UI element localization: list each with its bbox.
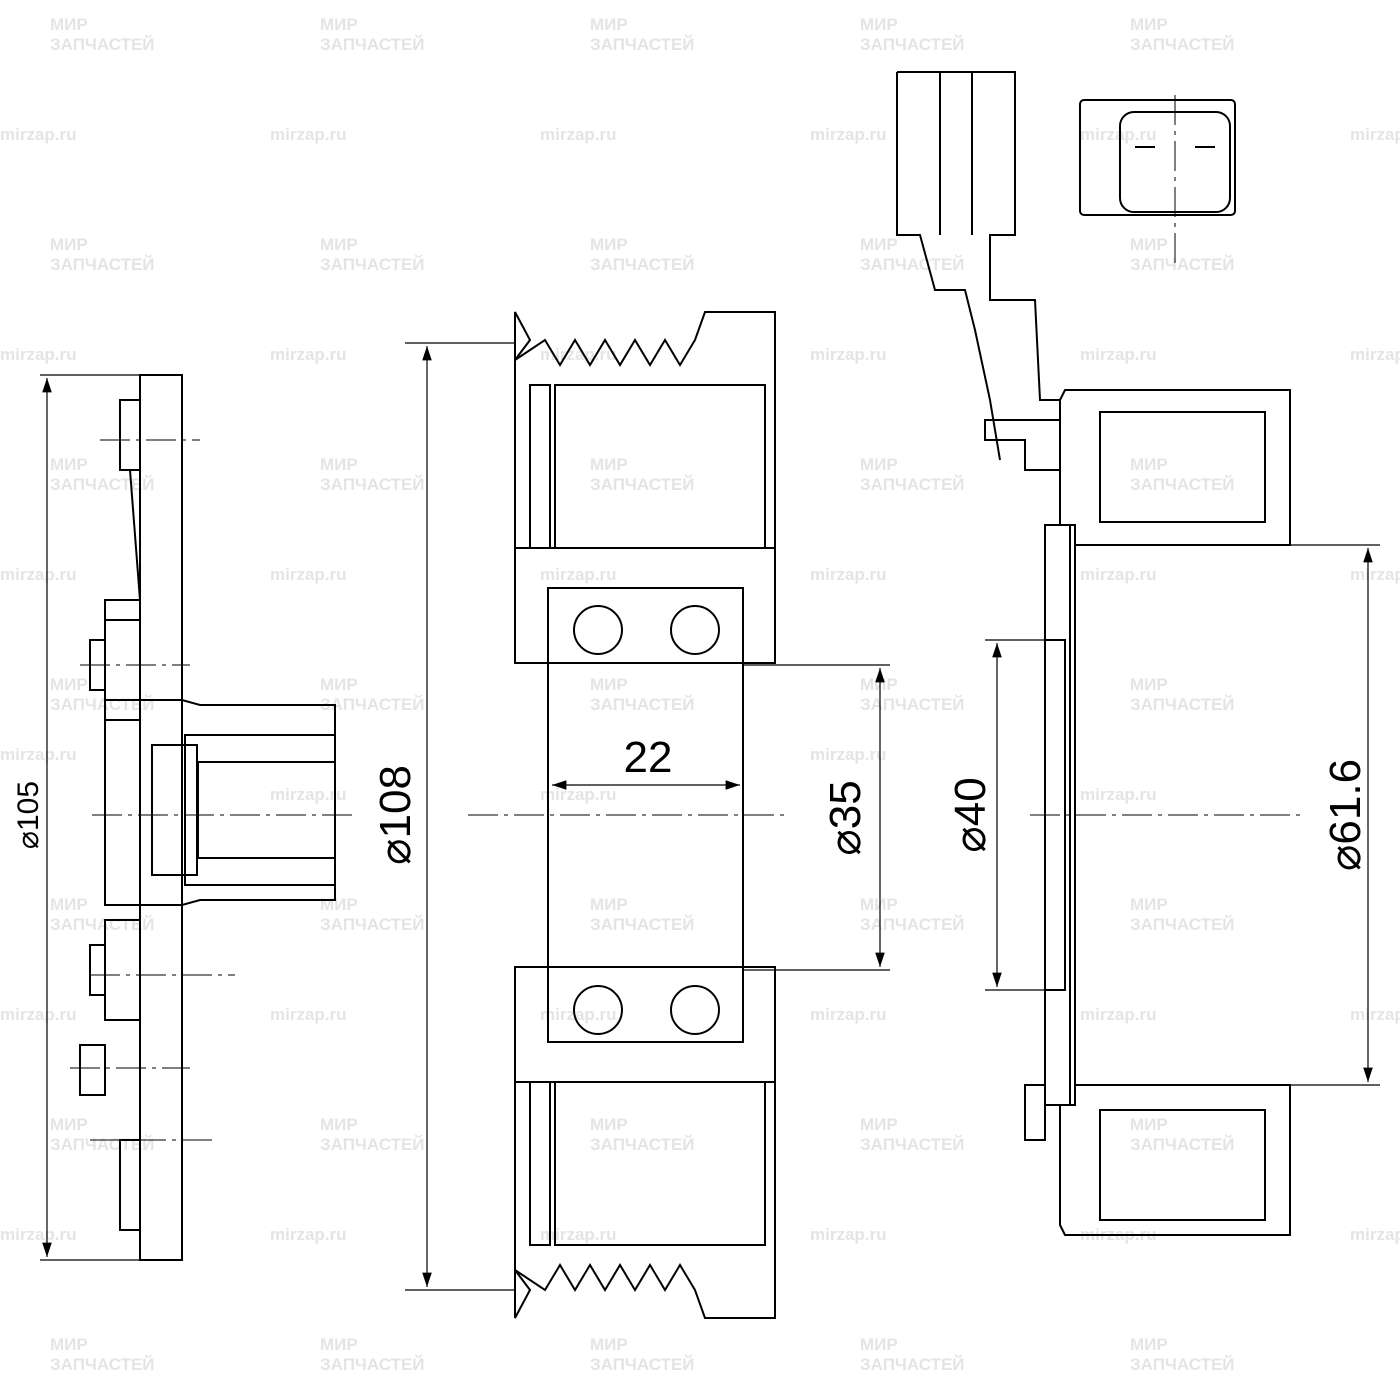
pulley-section: ⌀108 22 ⌀35 bbox=[371, 311, 890, 1319]
watermark-text: mirzap.ru bbox=[540, 1005, 617, 1024]
watermark-text: mirzap.ru bbox=[1080, 345, 1157, 364]
watermark-text: mirzap.ru bbox=[540, 565, 617, 584]
watermark-text: mirzap.ru bbox=[0, 1225, 77, 1244]
watermark-text: mirzap.ru bbox=[810, 565, 887, 584]
watermark-text: mirzap.ru bbox=[270, 785, 347, 804]
watermark-text: mirzap.ru bbox=[1080, 1005, 1157, 1024]
dim-plate-diameter: ⌀105 bbox=[12, 781, 45, 849]
watermark-text: mirzap.ru bbox=[1080, 565, 1157, 584]
dim-bearing-width: 22 bbox=[624, 733, 673, 782]
watermark-text: mirzap.ru bbox=[810, 1005, 887, 1024]
watermark-text: mirzap.ru bbox=[270, 125, 347, 144]
watermark-text: mirzap.ru bbox=[1350, 1225, 1400, 1244]
watermark-text: mirzap.ru bbox=[540, 785, 617, 804]
dim-coil-inner: ⌀40 bbox=[946, 777, 995, 852]
watermark-text: mirzap.ru bbox=[540, 125, 617, 144]
watermark-text: mirzap.ru bbox=[0, 565, 77, 584]
watermark-text: mirzap.ru bbox=[1080, 125, 1157, 144]
watermark-text: mirzap.ru bbox=[0, 345, 77, 364]
watermark-text: mirzap.ru bbox=[810, 745, 887, 764]
dim-bearing-bore: ⌀35 bbox=[821, 780, 870, 855]
watermark-text: mirzap.ru bbox=[1080, 785, 1157, 804]
clutch-plate-section: ⌀105 bbox=[12, 374, 355, 1261]
watermark-text: mirzap.ru bbox=[540, 1225, 617, 1244]
watermark-text: mirzap.ru bbox=[0, 745, 77, 764]
watermark-text: mirzap.ru bbox=[810, 1225, 887, 1244]
watermark-text: mirzap.ru bbox=[0, 125, 77, 144]
watermark-text: mirzap.ru bbox=[1350, 565, 1400, 584]
watermark-text: mirzap.ru bbox=[0, 1005, 77, 1024]
dim-coil-outer: ⌀61.6 bbox=[1321, 759, 1370, 871]
coil-section: ⌀40 ⌀61.6 bbox=[896, 71, 1380, 1236]
watermark-text: mirzap.ru bbox=[1350, 345, 1400, 364]
dim-pulley-diameter: ⌀108 bbox=[371, 765, 420, 865]
watermark-text: mirzap.ru bbox=[270, 1005, 347, 1024]
watermark-text: mirzap.ru bbox=[540, 345, 617, 364]
watermark-text: mirzap.ru bbox=[810, 125, 887, 144]
watermark-text: mirzap.ru bbox=[270, 345, 347, 364]
watermark-text: mirzap.ru bbox=[810, 345, 887, 364]
watermark-text: mirzap.ru bbox=[1350, 125, 1400, 144]
watermark-text: mirzap.ru bbox=[1350, 1005, 1400, 1024]
watermark-text: mirzap.ru bbox=[270, 565, 347, 584]
watermark-text: mirzap.ru bbox=[270, 1225, 347, 1244]
